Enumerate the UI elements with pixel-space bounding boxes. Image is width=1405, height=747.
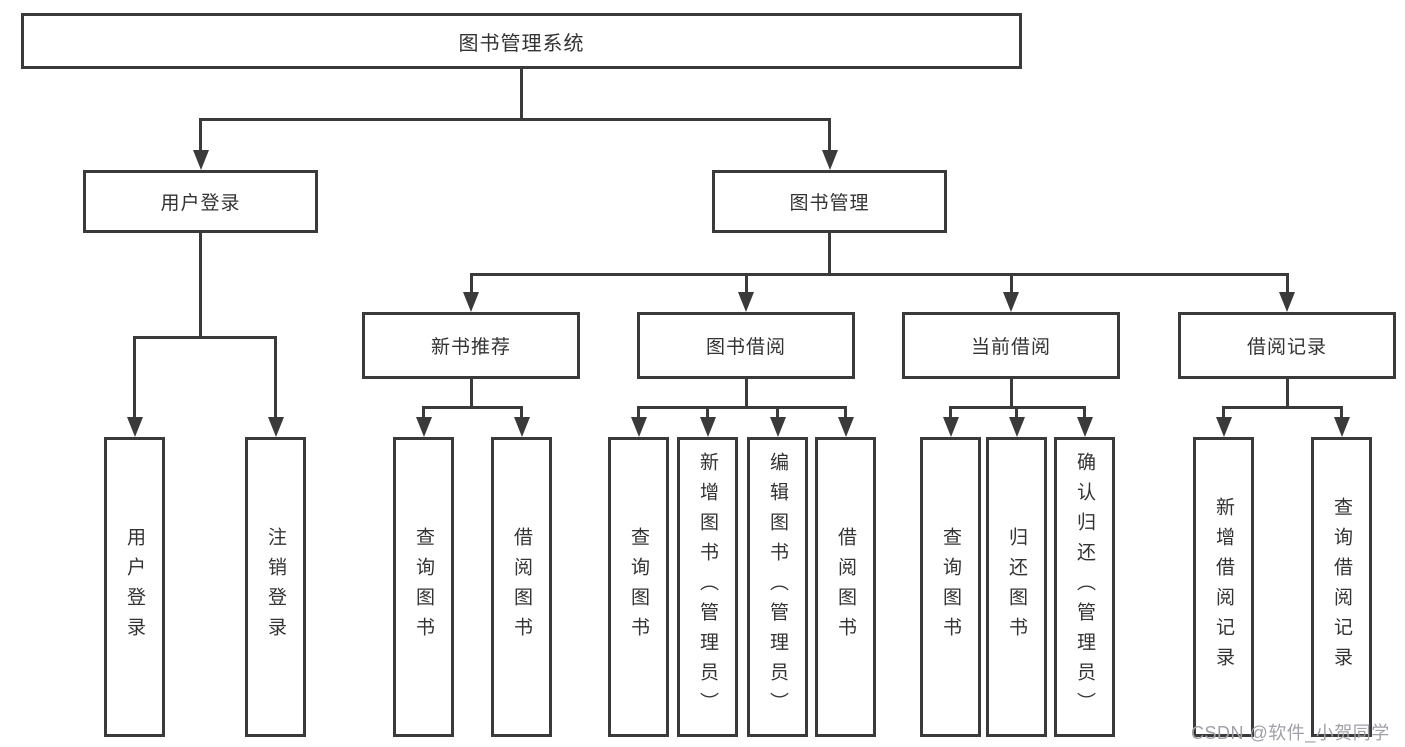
leaf-br-add-record-label: 新增借阅记录	[1213, 497, 1234, 677]
leaf-nb-query-books: 查询图书	[393, 437, 454, 737]
leaf-bb-borrow-books: 借阅图书	[815, 437, 876, 737]
connector-stem-borrow-records	[1285, 273, 1289, 295]
connector-stem-leaf-logout	[274, 336, 277, 419]
node-book-management-label: 图书管理	[789, 193, 870, 214]
leaf-cb-confirm-return-admin-label: 确认归还（管理员）	[1074, 452, 1095, 722]
connector-new-book-split	[422, 406, 523, 409]
leaf-bb-query-books: 查询图书	[608, 437, 669, 737]
connector-stem-cb-confirm	[1083, 406, 1086, 420]
node-book-borrow-label: 图书借阅	[705, 337, 786, 358]
leaf-bb-add-book-admin: 新增图书（管理员）	[677, 437, 738, 737]
connector-root-split	[199, 118, 831, 121]
connector-stem-bb-query	[637, 406, 640, 420]
leaf-logout-label: 注销登录	[265, 527, 286, 647]
node-new-book-recommend: 新书推荐	[362, 312, 580, 379]
leaf-cb-query-books-label: 查询图书	[940, 527, 961, 647]
leaf-bb-add-book-admin-label: 新增图书（管理员）	[697, 452, 718, 722]
arrowhead-br-add	[1215, 417, 1232, 437]
connector-stem-book-borrow	[744, 273, 748, 295]
arrowhead-bb-add	[699, 417, 716, 437]
connector-stem-cb-return	[1015, 406, 1018, 420]
connector-stem-br-add	[1222, 406, 1225, 420]
node-user-login-label: 用户登录	[160, 193, 241, 214]
node-borrow-records-label: 借阅记录	[1246, 337, 1327, 358]
node-current-borrow-label: 当前借阅	[970, 337, 1051, 358]
connector-book-management-split	[469, 273, 1289, 276]
connector-root-trunk	[520, 69, 523, 121]
connector-user-login-trunk	[199, 233, 202, 339]
arrowhead-br-query	[1333, 417, 1350, 437]
arrowhead-cb-confirm	[1076, 417, 1093, 437]
arrowhead-leaf-user-login	[126, 417, 143, 437]
node-book-borrow: 图书借阅	[637, 312, 855, 379]
arrowhead-bb-edit	[769, 417, 786, 437]
leaf-br-add-record: 新增借阅记录	[1193, 437, 1254, 737]
leaf-bb-borrow-books-label: 借阅图书	[835, 527, 856, 647]
leaf-br-query-record: 查询借阅记录	[1311, 437, 1372, 737]
connector-stem-bb-add	[706, 406, 709, 420]
connector-stem-nb-borrow	[520, 406, 523, 420]
leaf-nb-borrow-books-label: 借阅图书	[511, 527, 532, 647]
leaf-bb-query-books-label: 查询图书	[628, 527, 649, 647]
arrowhead-cb-return	[1008, 417, 1025, 437]
connector-stem-leaf-user-login	[133, 336, 136, 419]
connector-stem-bb-borrow	[844, 406, 847, 420]
leaf-bb-edit-book-admin: 编辑图书（管理员）	[747, 437, 808, 737]
leaf-cb-query-books: 查询图书	[920, 437, 981, 737]
node-root: 图书管理系统	[21, 13, 1022, 69]
leaf-logout: 注销登录	[245, 437, 306, 737]
leaf-nb-borrow-books: 借阅图书	[491, 437, 552, 737]
arrowhead-borrow-records	[1279, 292, 1295, 312]
leaf-br-query-record-label: 查询借阅记录	[1331, 497, 1352, 677]
node-current-borrow: 当前借阅	[902, 312, 1120, 379]
arrowhead-bb-query	[630, 417, 647, 437]
leaf-cb-return-book: 归还图书	[986, 437, 1047, 737]
leaf-cb-confirm-return-admin: 确认归还（管理员）	[1054, 437, 1115, 737]
connector-new-book-trunk	[469, 379, 473, 409]
arrowhead-current-borrow	[1003, 292, 1019, 312]
connector-stem-nb-query	[422, 406, 425, 420]
leaf-cb-return-book-label: 归还图书	[1006, 527, 1027, 647]
arrowhead-bb-borrow	[837, 417, 854, 437]
leaf-user-login: 用户登录	[104, 437, 165, 737]
connector-user-login-split	[133, 336, 277, 339]
connector-stem-user-login	[199, 118, 202, 152]
arrowhead-leaf-logout	[267, 417, 284, 437]
node-borrow-records: 借阅记录	[1178, 312, 1396, 379]
connector-stem-book-management	[828, 118, 831, 152]
watermark-text: CSDN @软件_小贺同学	[1191, 723, 1390, 743]
arrowhead-book-borrow	[738, 292, 754, 312]
arrowhead-cb-query	[942, 417, 959, 437]
connector-stem-current-borrow	[1009, 273, 1013, 295]
connector-stem-new-book	[469, 273, 473, 295]
connector-current-borrow-trunk	[1009, 379, 1013, 409]
leaf-nb-query-books-label: 查询图书	[413, 527, 434, 647]
connector-borrow-records-split	[1222, 406, 1343, 409]
arrowhead-book-management	[821, 150, 838, 170]
node-new-book-recommend-label: 新书推荐	[430, 337, 511, 358]
arrowhead-nb-query	[415, 417, 432, 437]
leaf-bb-edit-book-admin-label: 编辑图书（管理员）	[767, 452, 788, 722]
connector-stem-bb-edit	[776, 406, 779, 420]
arrowhead-new-book	[463, 292, 479, 312]
connector-borrow-records-trunk	[1285, 379, 1289, 409]
connector-book-management-trunk	[828, 233, 831, 276]
connector-book-borrow-trunk	[744, 379, 748, 409]
node-book-management: 图书管理	[712, 170, 947, 233]
connector-book-borrow-split	[637, 406, 847, 409]
leaf-user-login-label: 用户登录	[124, 527, 145, 647]
arrowhead-user-login	[192, 150, 209, 170]
node-user-login: 用户登录	[83, 170, 318, 233]
node-root-label: 图书管理系统	[458, 32, 585, 55]
arrowhead-nb-borrow	[513, 417, 530, 437]
connector-stem-cb-query	[949, 406, 952, 420]
connector-stem-br-query	[1340, 406, 1343, 420]
